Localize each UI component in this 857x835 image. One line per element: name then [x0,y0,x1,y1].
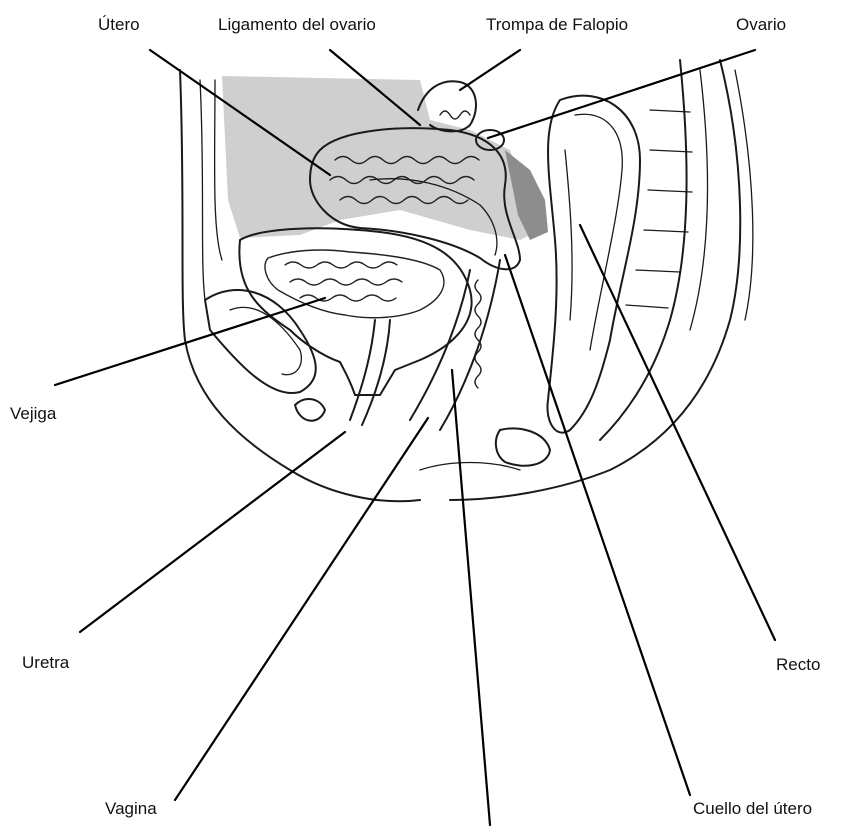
leader-vagina [175,418,428,800]
label-utero: Útero [98,16,140,33]
vagina-rugae [475,280,481,388]
vertebra-5 [636,270,680,272]
perineum [420,463,520,471]
label-ovario: Ovario [736,16,786,33]
leader-trompa [460,50,520,90]
urethral-opening [295,399,325,421]
label-trompa: Trompa de Falopio [486,16,628,33]
rectum-outline [547,96,640,433]
vertebra-6 [626,305,668,308]
label-cuello: Cuello del útero [693,800,812,817]
leader-unlabeled [452,370,490,825]
vagina-back-wall [440,260,500,430]
body-outline-front-inner [200,80,205,300]
vagina-front-wall [410,270,470,420]
label-uretra: Uretra [22,654,69,671]
rectum-inner-2 [565,150,572,320]
anus-region [496,428,550,465]
bladder-fold-3 [300,295,396,301]
body-outline-front-inner-2 [215,80,222,260]
fimbriae [440,111,470,119]
leader-ovario [488,50,755,138]
leader-cuello [505,255,690,795]
sacrum-outline [600,60,687,440]
bladder-fold-2 [290,279,402,285]
leader-vejiga [55,298,325,385]
sacrum-inner [690,70,707,330]
body-outline-back [450,60,740,500]
label-vejiga: Vejiga [10,405,56,422]
label-ligamento: Ligamento del ovario [218,16,376,33]
label-recto: Recto [776,656,820,673]
vertebra-4 [644,230,688,232]
bladder-fold-1 [285,262,397,268]
label-vagina: Vagina [105,800,157,817]
